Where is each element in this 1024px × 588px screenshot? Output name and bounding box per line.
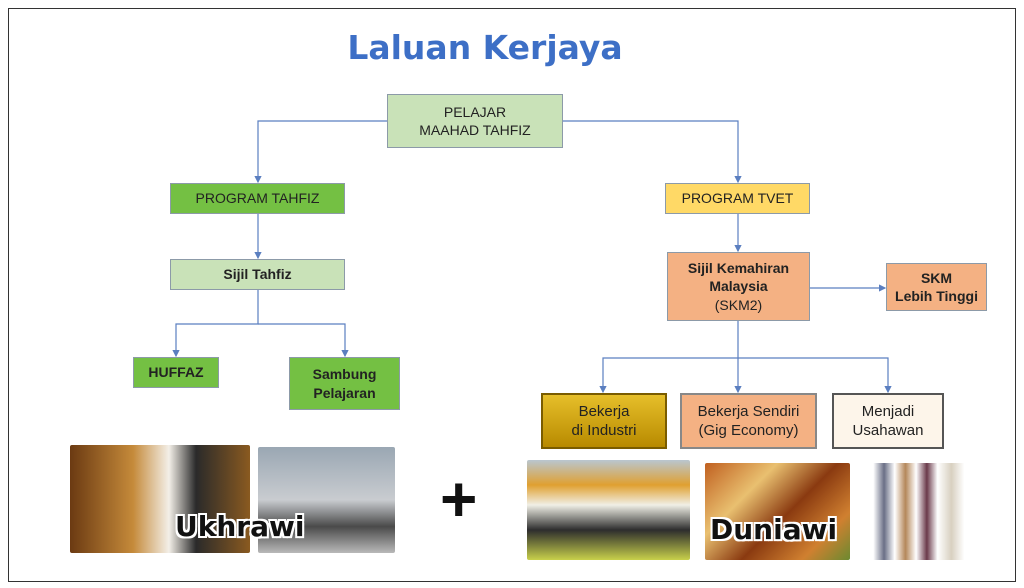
- bekerja-sendiri-node: Bekerja Sendiri (Gig Economy): [680, 393, 817, 449]
- root-line1: PELAJAR: [443, 103, 507, 120]
- skm-line1: Sijil Kemahiran: [687, 260, 790, 277]
- ukhrawi-label: Ukhrawi: [175, 510, 305, 543]
- connector-industri: [599, 321, 739, 394]
- program-tvet-node: PROGRAM TVET: [665, 183, 810, 214]
- sendiri-line2: (Gig Economy): [698, 422, 799, 439]
- root-node: PELAJAR MAAHAD TAHFIZ: [387, 94, 563, 148]
- connector-usahawan: [738, 357, 892, 394]
- sambung-line2: Pelajaran: [313, 384, 376, 401]
- boys-photo: [868, 463, 975, 560]
- skm-higher-node: SKM Lebih Tinggi: [886, 263, 987, 311]
- program-tahfiz-node: PROGRAM TAHFIZ: [170, 183, 345, 214]
- food-photo: [705, 463, 850, 560]
- connector-root-tahfiz: [254, 120, 387, 184]
- imam-photo: [70, 445, 250, 553]
- workers-photo: [527, 460, 690, 560]
- skm-line3: (SKM2): [714, 296, 763, 313]
- prayer-photo: [258, 447, 395, 553]
- sendiri-line1: Bekerja Sendiri: [697, 402, 800, 420]
- sambung-line1: Sambung: [312, 366, 377, 383]
- root-line2: MAAHAD TAHFIZ: [419, 122, 531, 138]
- usahawan-line1: Menjadi: [861, 402, 915, 420]
- connector-sambung: [258, 323, 349, 358]
- industri-line2: di Industri: [571, 422, 637, 439]
- skm-line2: Malaysia: [709, 278, 768, 295]
- huffaz-node: HUFFAZ: [133, 357, 219, 388]
- skm-higher-line2: Lebih Tinggi: [895, 288, 978, 304]
- usahawan-line2: Usahawan: [852, 422, 924, 439]
- connector-root-tvet: [563, 120, 742, 184]
- connector-huffaz: [172, 290, 259, 358]
- plus-sign: +: [440, 463, 478, 535]
- page-title: Laluan Kerjaya: [347, 28, 623, 67]
- skm-higher-line1: SKM: [920, 269, 953, 286]
- skm-node: Sijil Kemahiran Malaysia (SKM2): [667, 252, 810, 321]
- sambung-pelajaran-node: Sambung Pelajaran: [289, 357, 400, 410]
- slide-frame: [8, 8, 1016, 582]
- sijil-tahfiz-node: Sijil Tahfiz: [170, 259, 345, 290]
- menjadi-usahawan-node: Menjadi Usahawan: [832, 393, 944, 449]
- bekerja-industri-node: Bekerja di Industri: [541, 393, 667, 449]
- industri-line1: Bekerja: [578, 402, 630, 420]
- duniawi-label: Duniawi: [710, 513, 838, 546]
